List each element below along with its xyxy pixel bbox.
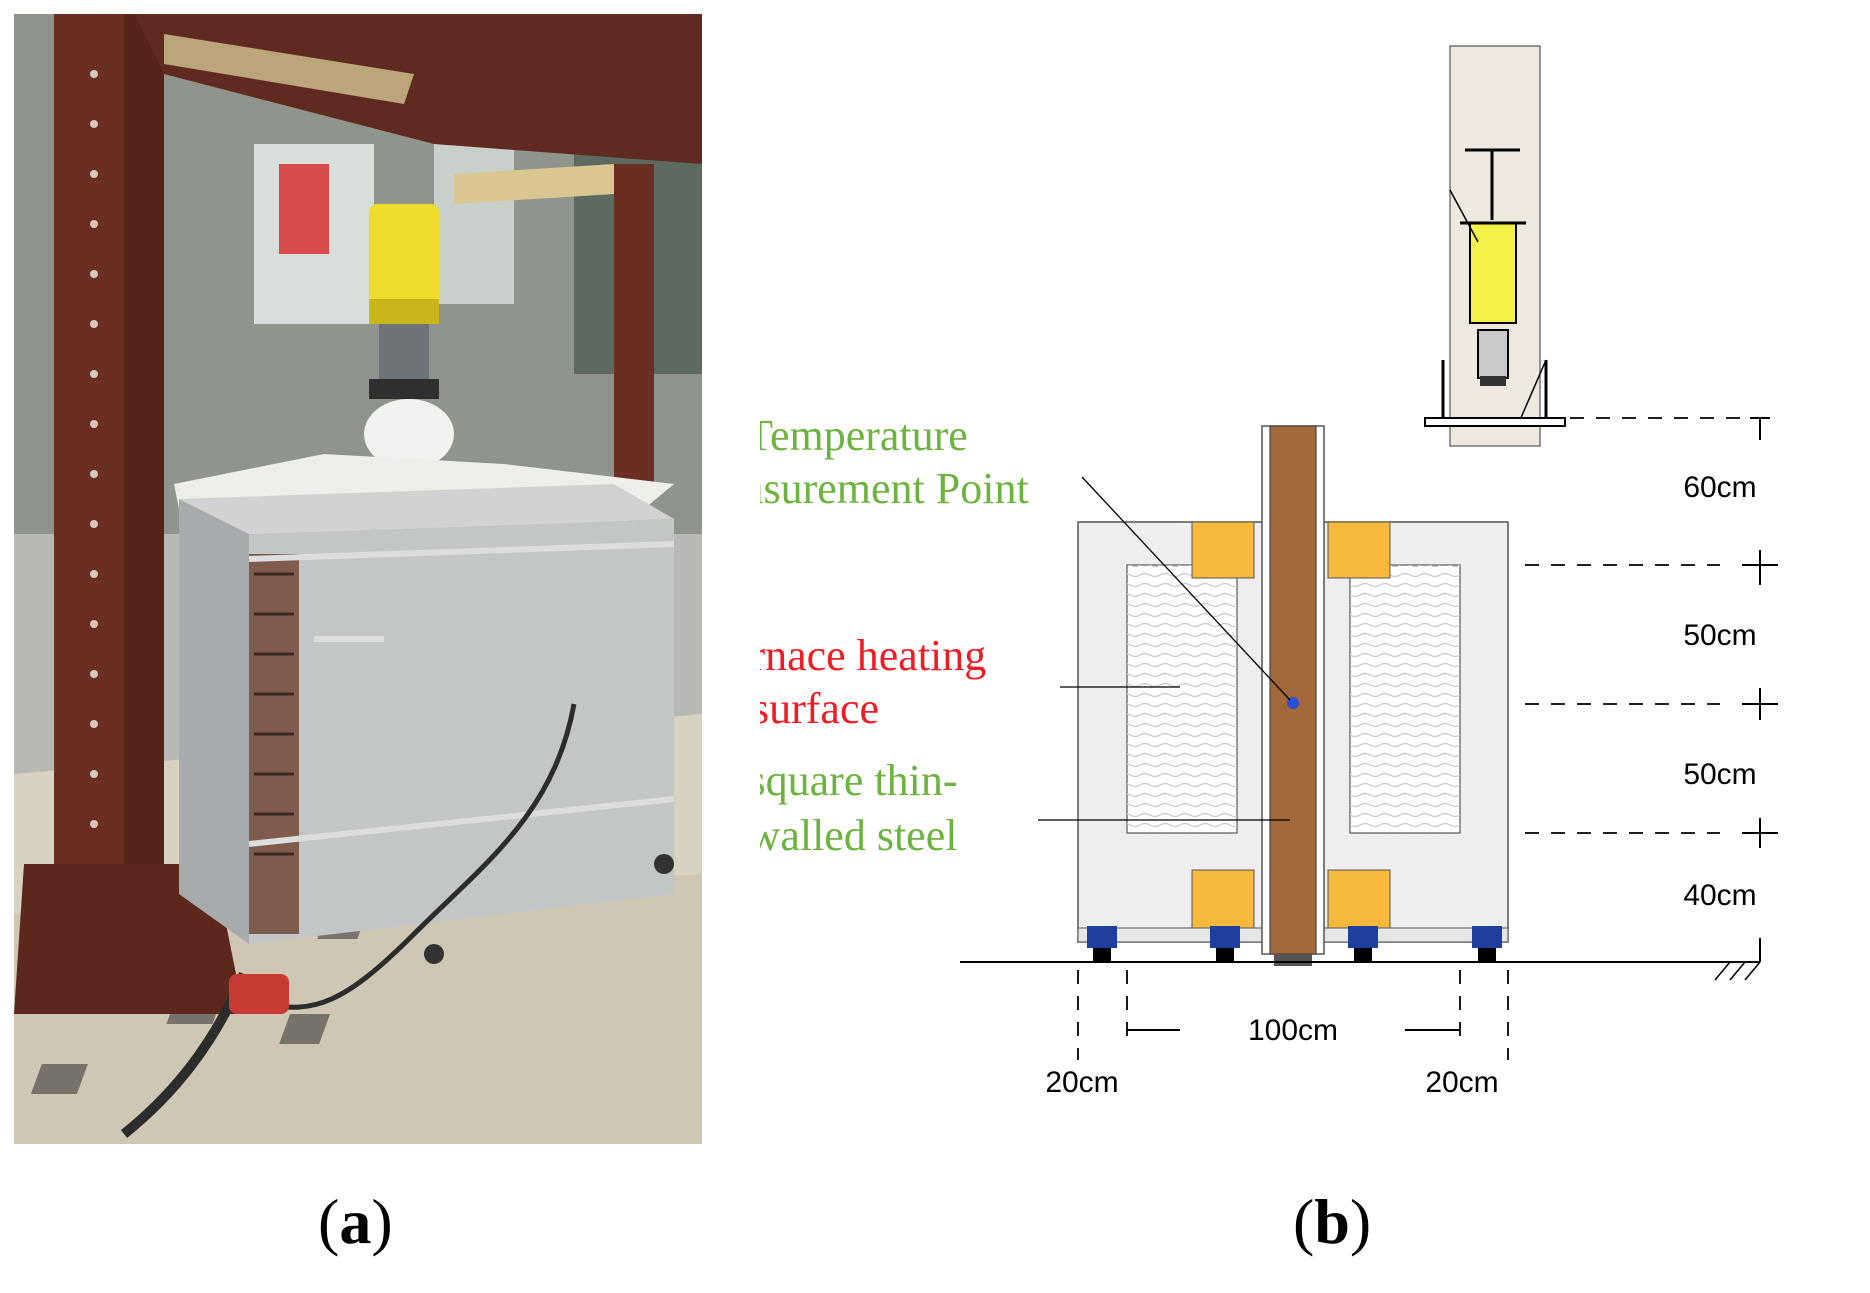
label-temperature-line1: Temperature bbox=[760, 411, 968, 460]
dimension-20cm-left: 20cm bbox=[1045, 1066, 1118, 1099]
insulation-bottom-left bbox=[1191, 869, 1255, 929]
panel-label-b: (b) bbox=[1293, 1186, 1372, 1257]
dimension-60cm: 60cm bbox=[1683, 471, 1756, 504]
label-furnace-line1: furnace heating bbox=[760, 631, 986, 680]
panel-label-b-text: b bbox=[1314, 1186, 1350, 1257]
label-temperature-line2: Measurement Point bbox=[760, 464, 1029, 513]
furnace-test-photo bbox=[14, 14, 702, 1144]
dimension-50cm-lower: 50cm bbox=[1683, 758, 1756, 791]
hydraulic-jack bbox=[1469, 222, 1517, 324]
insulation-top-left bbox=[1191, 521, 1255, 579]
i-beam-icon bbox=[1465, 148, 1520, 220]
dimension-40cm: 40cm bbox=[1683, 879, 1756, 912]
loading-plate bbox=[1424, 417, 1566, 427]
steel-column bbox=[1269, 425, 1317, 955]
dimension-20cm-right: 20cm bbox=[1425, 1066, 1498, 1099]
panel-label-a-text: a bbox=[339, 1186, 372, 1257]
insulation-top-right bbox=[1327, 521, 1391, 579]
furnace-wheels bbox=[1087, 926, 1502, 962]
dimension-50cm-upper: 50cm bbox=[1683, 619, 1756, 652]
dimension-100cm: 100cm bbox=[1248, 1014, 1338, 1047]
panel-label-a: (a) bbox=[318, 1186, 393, 1257]
label-furnace-line2: surface bbox=[760, 684, 879, 733]
label-steel-line2: walled steel bbox=[760, 811, 957, 860]
label-steel-line1: square thin- bbox=[760, 756, 957, 805]
insulation-bottom-right bbox=[1327, 869, 1391, 929]
furnace-schematic-diagram: 60cm 50cm 50cm 40cm 100cm 20cm 20cm Temp… bbox=[760, 45, 1778, 1099]
